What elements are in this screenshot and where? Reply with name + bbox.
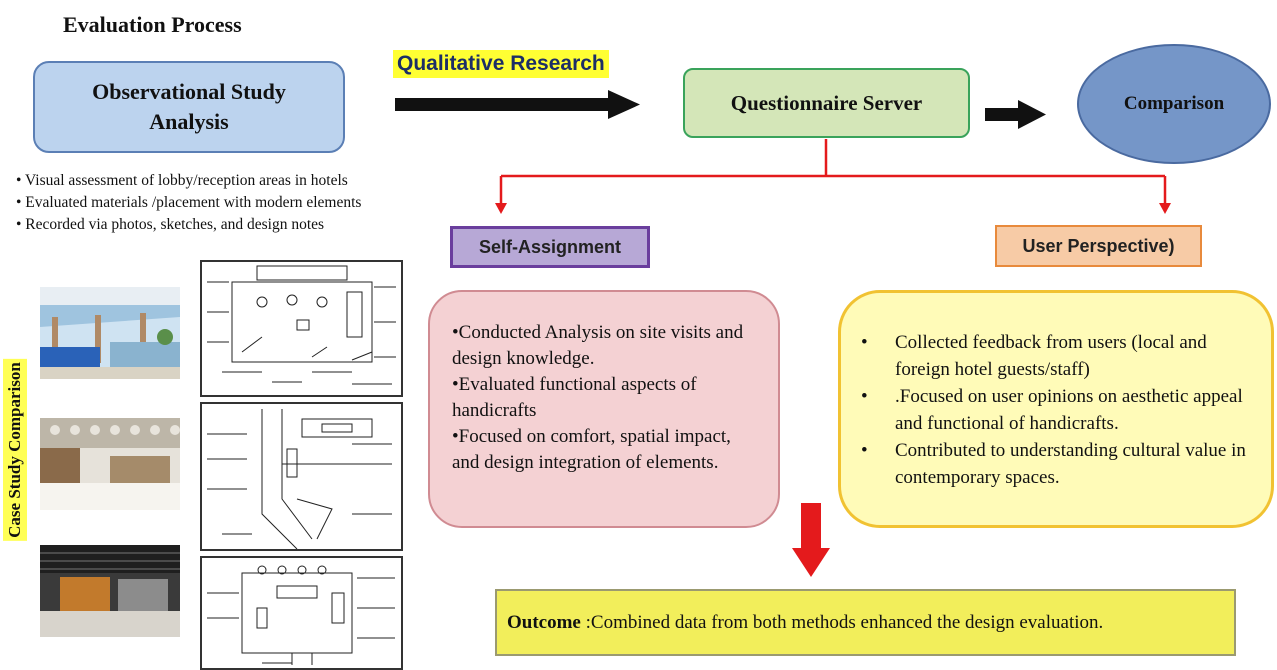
self-assignment-box: •Conducted Analysis on site visits and d…	[428, 290, 780, 528]
hotel-lobby-photo-white	[40, 418, 180, 510]
observational-study-box: Observational Study Analysis	[33, 61, 345, 153]
page-title: Evaluation Process	[63, 12, 242, 37]
user-perspective-box: Collected feedback from users (local and…	[838, 290, 1274, 528]
self-assignment-item: •Conducted Analysis on site visits and d…	[452, 322, 744, 369]
case-study-label: Case Study Comparison	[0, 334, 30, 566]
comparison-ellipse: Comparison	[1077, 44, 1271, 164]
questionnaire-label: Questionnaire Server	[730, 90, 923, 115]
observational-line1: Observational Study	[92, 79, 286, 104]
user-perspective-label: User Perspective)	[995, 225, 1202, 267]
outcome-box: Outcome :Combined data from both methods…	[495, 589, 1236, 656]
arrow-observational-to-questionnaire	[395, 90, 640, 119]
observational-line2: Analysis	[149, 109, 229, 134]
outcome-text: :Combined data from both methods enhance…	[580, 611, 1104, 633]
outcome-heading: Outcome	[507, 611, 581, 633]
qualitative-research-label: Qualitative Research	[393, 50, 609, 78]
user-perspective-item: .Focused on user opinions on aesthetic a…	[861, 383, 1257, 437]
user-perspective-item: Collected feedback from users (local and…	[861, 329, 1257, 383]
lobby-floorplan-sketch-2	[200, 402, 403, 551]
user-perspective-item: Contributed to understanding cultural va…	[861, 437, 1257, 491]
arrow-questionnaire-to-comparison	[985, 100, 1046, 129]
observation-bullet: • Recorded via photos, sketches, and des…	[16, 216, 325, 233]
case-study-label-text: Case Study Comparison	[3, 359, 27, 541]
observation-bullet: • Visual assessment of lobby/reception a…	[16, 172, 348, 189]
red-arrowhead-left	[495, 203, 507, 214]
observation-bullet-list: • Visual assessment of lobby/reception a…	[16, 170, 361, 236]
red-arrowhead-right	[1159, 203, 1171, 214]
red-branch-lines	[499, 139, 1167, 204]
questionnaire-server-box: Questionnaire Server	[683, 68, 970, 138]
comparison-label: Comparison	[1123, 93, 1225, 114]
arrow-down-to-outcome	[792, 503, 830, 577]
lobby-floorplan-sketch-3	[200, 556, 403, 670]
hotel-lobby-photo-blue	[40, 287, 180, 379]
self-assignment-item: •Evaluated functional aspects of handicr…	[452, 374, 697, 421]
self-assignment-item: •Focused on comfort, spatial impact, and…	[452, 426, 731, 473]
hotel-lobby-photo-dark	[40, 545, 180, 637]
lobby-floorplan-sketch-1	[200, 260, 403, 397]
self-assignment-label: Self-Assignment	[450, 226, 650, 268]
observation-bullet: • Evaluated materials /placement with mo…	[16, 194, 362, 211]
